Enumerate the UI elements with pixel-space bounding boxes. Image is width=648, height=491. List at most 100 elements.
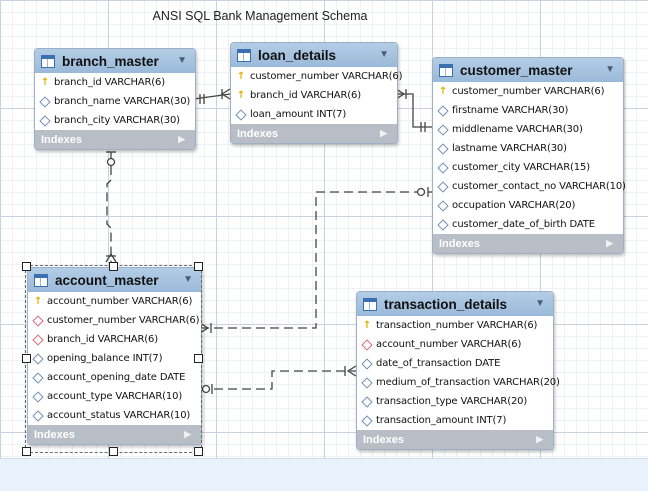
relationship-account-transaction <box>200 370 356 390</box>
column-list: ↑account_number VARCHAR(6)customer_numbe… <box>28 292 201 425</box>
column-icon <box>39 95 51 108</box>
expand-arrow-icon[interactable]: ▶ <box>380 128 387 138</box>
table-header[interactable]: branch_master ▼ <box>35 49 195 73</box>
table-name: account_master <box>55 272 159 288</box>
column-label: branch_city VARCHAR(30) <box>54 115 180 126</box>
column-label: branch_id VARCHAR(6) <box>47 334 159 345</box>
table-header[interactable]: customer_master ▼ <box>433 58 623 82</box>
column-label: medium_of_transaction VARCHAR(20) <box>376 377 560 388</box>
expand-arrow-icon[interactable]: ▶ <box>606 238 613 248</box>
expand-arrow-icon[interactable]: ▶ <box>536 434 543 444</box>
column-row[interactable]: ↑account_number VARCHAR(6) <box>28 292 201 311</box>
indexes-section[interactable]: Indexes ▶ <box>433 234 623 253</box>
column-row[interactable]: customer_number VARCHAR(6) <box>28 311 201 330</box>
expand-arrow-icon[interactable]: ▶ <box>178 134 185 144</box>
column-row[interactable]: account_status VARCHAR(10) <box>28 406 201 425</box>
table-name: transaction_details <box>384 296 508 312</box>
column-row[interactable]: branch_city VARCHAR(30) <box>35 111 195 130</box>
column-list: ↑branch_id VARCHAR(6) branch_name VARCHAR… <box>35 73 195 130</box>
column-icon <box>235 108 247 121</box>
column-label: opening_balance INT(7) <box>47 353 163 364</box>
relationship-account-customer <box>200 191 432 329</box>
column-label: firstname VARCHAR(30) <box>452 105 569 116</box>
column-row[interactable]: date_of_transaction DATE <box>357 354 553 373</box>
collapse-arrow-icon[interactable]: ▼ <box>177 55 187 66</box>
column-label: transaction_type VARCHAR(20) <box>376 396 528 407</box>
column-row[interactable]: lastname VARCHAR(30) <box>433 139 623 158</box>
collapse-arrow-icon[interactable]: ▼ <box>183 274 193 285</box>
resize-handle-top-right[interactable] <box>194 262 203 271</box>
table-header[interactable]: transaction_details ▼ <box>357 292 553 316</box>
column-label: customer_city VARCHAR(15) <box>452 162 590 173</box>
column-row[interactable]: ↑branch_id VARCHAR(6) <box>231 86 397 105</box>
diagram-title: ANSI SQL Bank Management Schema <box>152 9 368 23</box>
indexes-section[interactable]: Indexes ▶ <box>231 124 397 143</box>
table-loan-details[interactable]: loan_details ▼ ↑customer_number VARCHAR(… <box>230 42 403 144</box>
table-header[interactable]: account_master ▼ <box>28 268 201 292</box>
collapse-arrow-icon[interactable]: ▼ <box>605 64 615 75</box>
column-row[interactable]: ↑branch_id VARCHAR(6) <box>35 73 195 92</box>
table-icon <box>41 54 55 68</box>
indexes-label: Indexes <box>439 237 480 250</box>
column-row[interactable]: firstname VARCHAR(30) <box>433 101 623 120</box>
column-label: customer_contact_no VARCHAR(10) <box>452 181 626 192</box>
resize-handle-bottom-middle[interactable] <box>109 447 118 456</box>
indexes-section[interactable]: Indexes ▶ <box>28 425 201 444</box>
column-row[interactable]: customer_contact_no VARCHAR(10) <box>433 177 626 196</box>
resize-handle-middle-right[interactable] <box>194 354 203 363</box>
column-row[interactable]: account_number VARCHAR(6) <box>357 335 553 354</box>
column-row[interactable]: opening_balance INT(7) <box>28 349 201 368</box>
resize-handle-bottom-right[interactable] <box>194 447 203 456</box>
column-row[interactable]: occupation VARCHAR(20) <box>433 196 623 215</box>
column-icon <box>361 395 373 408</box>
column-row[interactable]: middlename VARCHAR(30) <box>433 120 623 139</box>
column-row[interactable]: branch_name VARCHAR(30) <box>35 92 195 111</box>
indexes-section[interactable]: Indexes ▶ <box>35 130 195 149</box>
column-row[interactable]: ↑customer_number VARCHAR(6) <box>433 82 623 101</box>
column-row[interactable]: loan_amount INT(7) <box>231 105 397 124</box>
resize-handle-bottom-left[interactable] <box>22 447 31 456</box>
column-label: occupation VARCHAR(20) <box>452 200 576 211</box>
column-row[interactable]: ↑ transaction_number VARCHAR(6) <box>357 316 553 335</box>
column-label: account_number VARCHAR(6) <box>47 296 193 307</box>
relationship-branch-account <box>106 152 112 262</box>
column-icon <box>437 104 449 117</box>
column-label: branch_name VARCHAR(30) <box>54 96 191 107</box>
table-account-master[interactable]: account_master ▼ ↑account_number VARCHAR… <box>27 267 202 445</box>
indexes-section[interactable]: Indexes ▶ <box>357 430 553 449</box>
column-row[interactable]: medium_of_transaction VARCHAR(20) <box>357 373 560 392</box>
column-row[interactable]: customer_city VARCHAR(15) <box>433 158 623 177</box>
column-label: account_opening_date DATE <box>47 372 186 383</box>
table-icon <box>363 297 377 311</box>
collapse-arrow-icon[interactable]: ▼ <box>535 298 545 309</box>
column-row[interactable]: account_opening_date DATE <box>28 368 201 387</box>
column-row[interactable]: transaction_type VARCHAR(20) <box>357 392 553 411</box>
resize-handle-top-middle[interactable] <box>109 262 118 271</box>
collapse-arrow-icon[interactable]: ▼ <box>379 49 389 60</box>
resize-handle-top-left[interactable] <box>22 262 31 271</box>
table-header[interactable]: loan_details ▼ <box>231 43 397 67</box>
column-row[interactable]: customer_date_of_birth DATE <box>433 215 623 234</box>
column-row[interactable]: branch_id VARCHAR(6) <box>28 330 201 349</box>
foreign-key-icon <box>361 338 373 351</box>
resize-handle-middle-left[interactable] <box>22 354 31 363</box>
canvas-bottom-strip <box>0 458 648 491</box>
column-icon <box>39 114 51 127</box>
column-row[interactable]: transaction_amount INT(7) <box>357 411 553 430</box>
column-label: customer_date_of_birth DATE <box>452 219 595 230</box>
table-customer-master[interactable]: customer_master ▼ ↑customer_number VARCH… <box>432 57 626 254</box>
table-name: loan_details <box>258 47 337 63</box>
column-label: account_type VARCHAR(10) <box>47 391 183 402</box>
column-label: branch_id VARCHAR(6) <box>54 77 166 88</box>
table-transaction-details[interactable]: transaction_details ▼ ↑ transaction_numbe… <box>356 291 560 450</box>
column-label: transaction_number VARCHAR(6) <box>376 320 538 331</box>
indexes-label: Indexes <box>363 433 404 446</box>
expand-arrow-icon[interactable]: ▶ <box>184 429 191 439</box>
column-label: account_number VARCHAR(6) <box>376 339 522 350</box>
primary-key-icon: ↑ <box>362 319 372 331</box>
column-label: customer_number VARCHAR(6) <box>250 71 403 82</box>
column-row[interactable]: account_type VARCHAR(10) <box>28 387 201 406</box>
column-icon <box>437 123 449 136</box>
table-branch-master[interactable]: branch_master ▼ ↑branch_id VARCHAR(6)bra… <box>34 48 196 150</box>
column-row[interactable]: ↑customer_number VARCHAR(6) <box>231 67 403 86</box>
